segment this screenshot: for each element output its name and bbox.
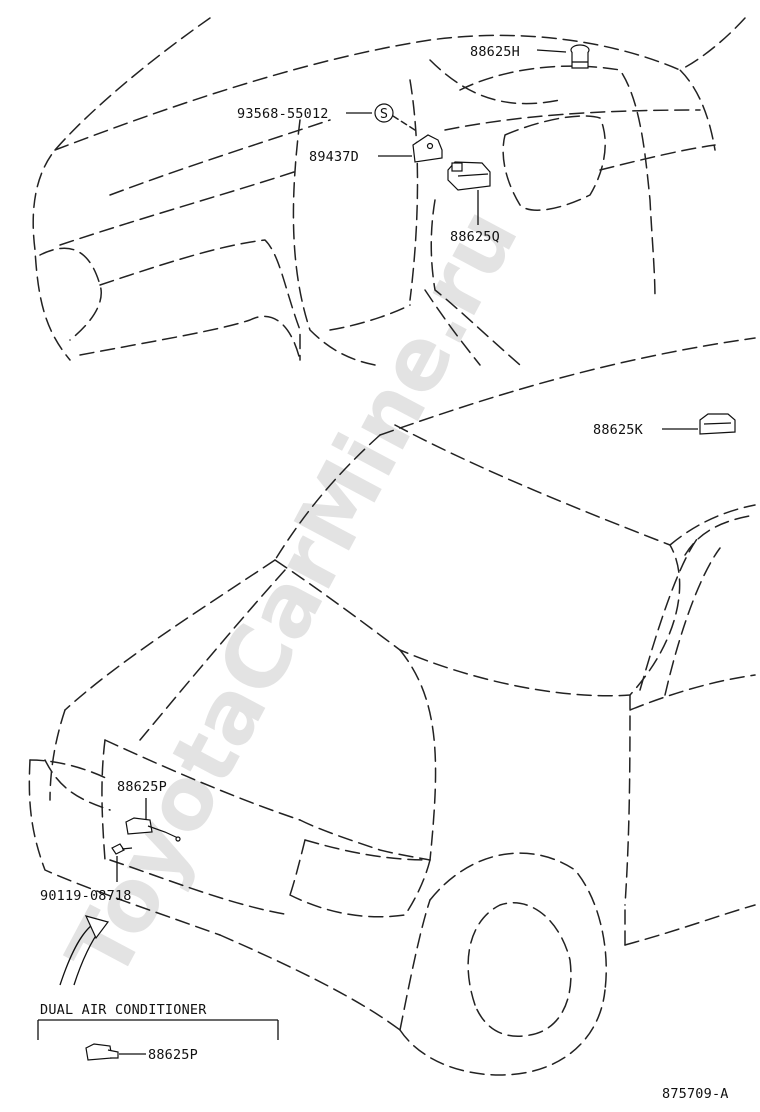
arrow-up-icon — [59, 915, 110, 986]
part-89437d-icon — [412, 134, 443, 163]
dual-air-conditioner-box — [37, 1019, 279, 1040]
label-dual-air-88625p: 88625P — [148, 1047, 198, 1063]
part-90119-bolt-icon — [111, 843, 133, 855]
part-88625k-icon — [699, 413, 736, 435]
label-88625q: 88625Q — [450, 229, 500, 245]
symbol-s: S — [380, 106, 388, 122]
part-88625h-icon — [570, 44, 590, 69]
label-88625p: 88625P — [117, 779, 167, 795]
symbol-s-icon — [374, 103, 394, 123]
part-88625p-icon — [125, 817, 181, 842]
part-88625q-icon — [447, 161, 491, 191]
vehicle-view-outline — [28, 337, 756, 1076]
label-90119-08718: 90119-08718 — [40, 888, 132, 904]
interior-view-outline — [32, 17, 746, 366]
label-89437d: 89437D — [309, 149, 359, 165]
label-93568-55012: 93568-55012 — [237, 106, 329, 122]
figure-code: 875709-A — [662, 1086, 729, 1102]
watermark: ToyotaCarMine.ru — [48, 193, 538, 995]
label-88625k: 88625K — [593, 422, 644, 438]
label-88625h: 88625H — [470, 44, 520, 60]
dual-air-title: DUAL AIR CONDITIONER — [40, 1002, 207, 1018]
dual-air-part-icon — [85, 1043, 119, 1061]
